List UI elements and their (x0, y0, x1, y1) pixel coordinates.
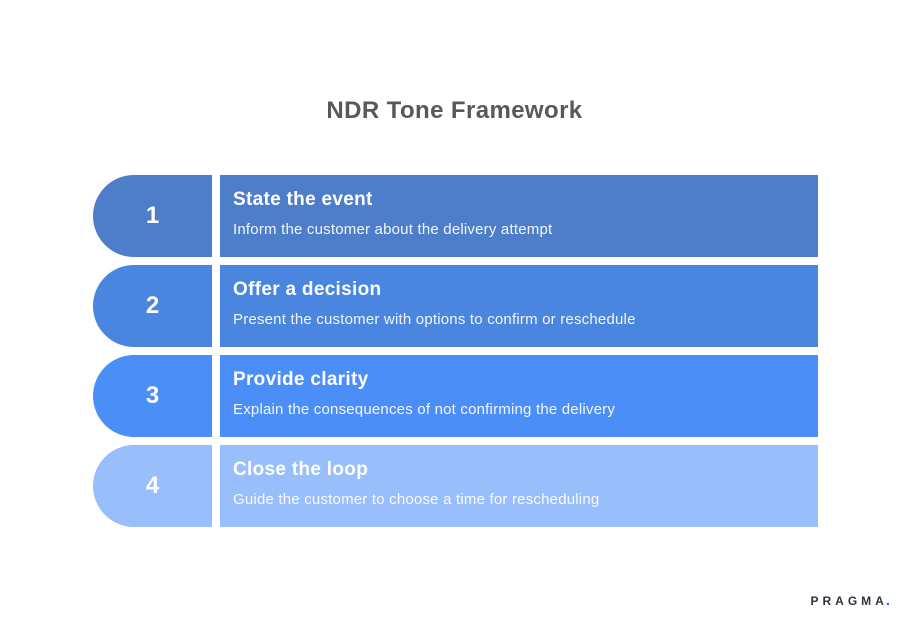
step-row-2: 2 Offer a decision Present the customer … (93, 265, 818, 347)
step-row-1: 1 State the event Inform the customer ab… (93, 175, 818, 257)
step-content: Provide clarity Explain the consequences… (220, 355, 818, 437)
step-number-badge: 2 (93, 265, 212, 347)
step-number-badge: 1 (93, 175, 212, 257)
step-row-3: 3 Provide clarity Explain the consequenc… (93, 355, 818, 437)
step-content: State the event Inform the customer abou… (220, 175, 818, 257)
step-heading: Provide clarity (233, 369, 369, 390)
step-content: Offer a decision Present the customer wi… (220, 265, 818, 347)
step-description: Present the customer with options to con… (233, 311, 636, 328)
step-number-badge: 4 (93, 445, 212, 527)
step-row-4: 4 Close the loop Guide the customer to c… (93, 445, 818, 527)
steps-list: 1 State the event Inform the customer ab… (93, 175, 818, 527)
step-heading: Close the loop (233, 459, 369, 480)
page-title: NDR Tone Framework (326, 97, 583, 124)
logo-text: PRAGMA (810, 594, 888, 608)
logo-dot: . (885, 592, 890, 609)
step-description: Guide the customer to choose a time for … (233, 491, 600, 508)
step-heading: Offer a decision (233, 279, 382, 300)
step-description: Explain the consequences of not confirmi… (233, 401, 616, 418)
pragma-logo: PRAGMA. (810, 592, 890, 609)
step-description: Inform the customer about the delivery a… (233, 221, 553, 238)
step-heading: State the event (233, 189, 373, 210)
step-content: Close the loop Guide the customer to cho… (220, 445, 818, 527)
step-number-badge: 3 (93, 355, 212, 437)
